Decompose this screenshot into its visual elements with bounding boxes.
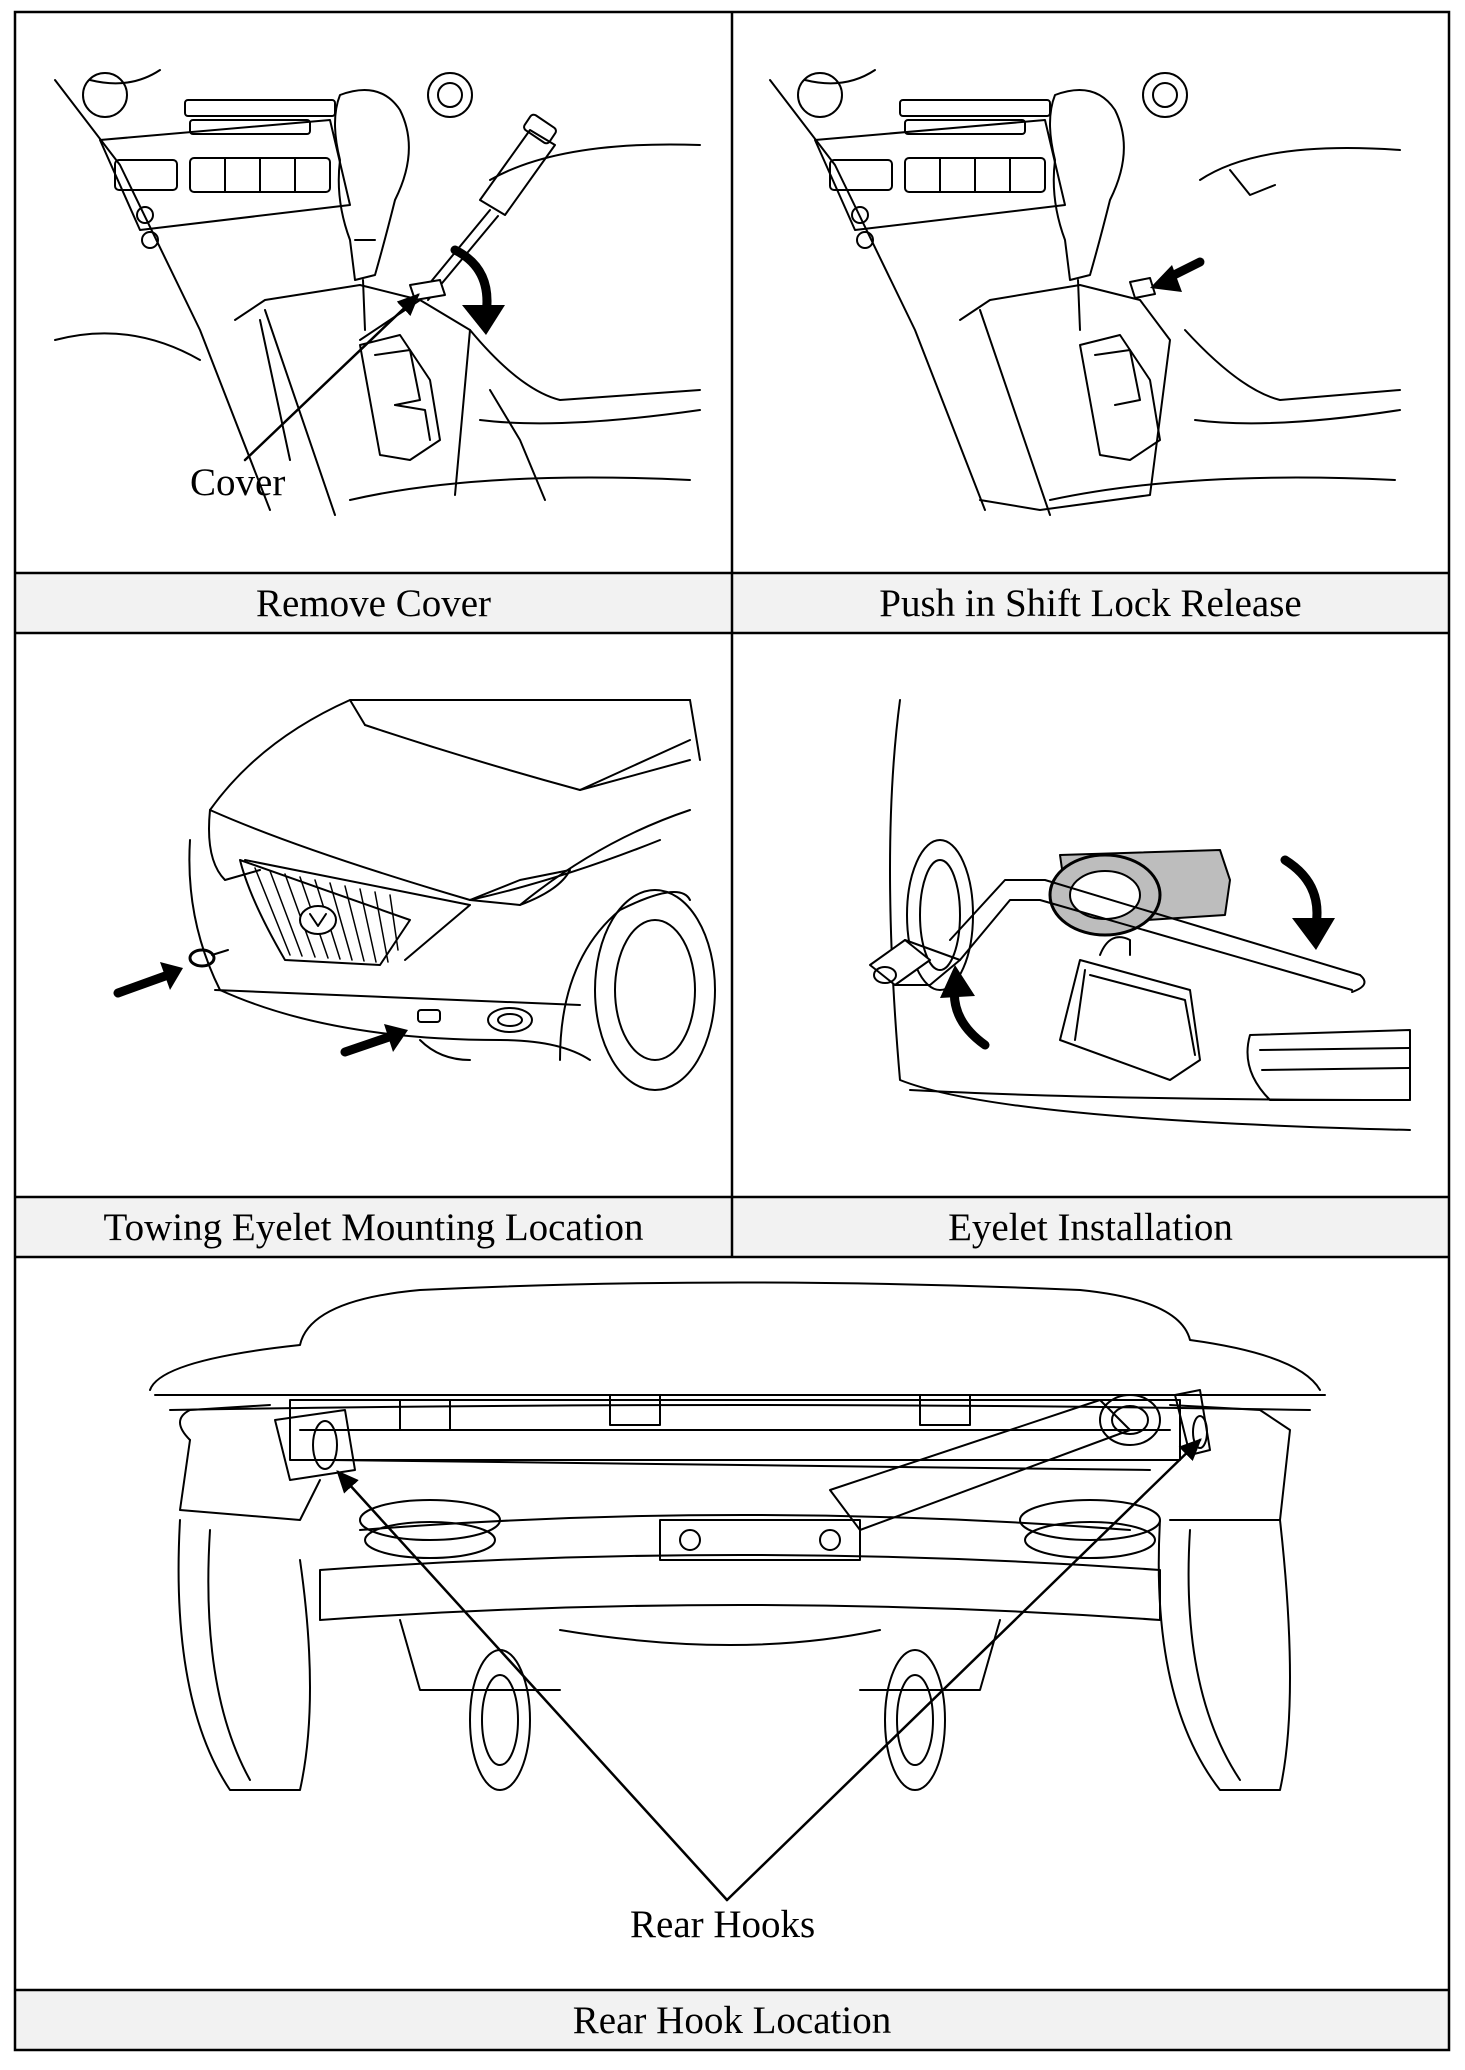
caption-rear-hook-location: Rear Hook Location xyxy=(572,1999,892,2042)
towing-eyelet-location-illustration xyxy=(113,699,716,1091)
rear-hook-location-illustration xyxy=(149,1281,1326,1902)
caption-band-2 xyxy=(732,573,1449,633)
caption-band-5 xyxy=(15,1990,1449,2050)
caption-band-1 xyxy=(15,573,732,633)
panel-grid xyxy=(13,10,1451,2052)
eyelet-installation-illustration xyxy=(869,699,1411,1131)
remove-cover-illustration xyxy=(54,69,701,516)
caption-remove-cover: Remove Cover xyxy=(255,582,492,625)
caption-push-shift-lock-release: Push in Shift Lock Release xyxy=(879,582,1302,625)
cover-callout-label: Cover xyxy=(190,461,286,504)
caption-band-3 xyxy=(15,1197,732,1257)
caption-towing-eyelet-mounting-location: Towing Eyelet Mounting Location xyxy=(103,1206,644,1249)
caption-eyelet-installation: Eyelet Installation xyxy=(948,1206,1233,1249)
rear-hooks-callout-label: Rear Hooks xyxy=(630,1903,816,1946)
shift-lock-illustration xyxy=(769,69,1401,516)
caption-band-4 xyxy=(732,1197,1449,1257)
